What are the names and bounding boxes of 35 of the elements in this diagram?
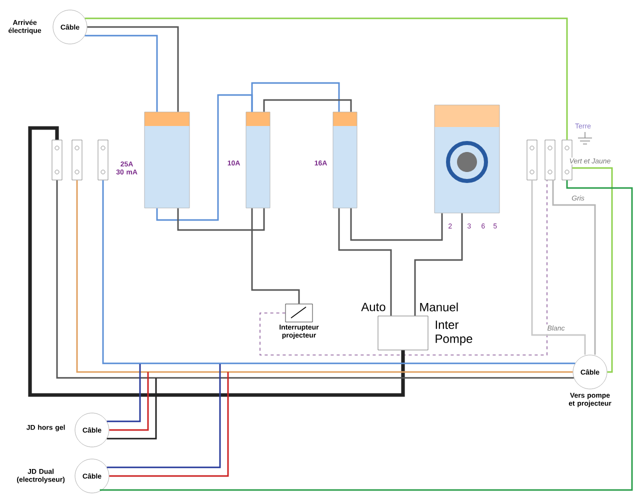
circuit-breaker — [332, 112, 358, 208]
wire — [338, 208, 392, 316]
label: Manuel — [420, 302, 458, 312]
wire — [251, 208, 300, 304]
wire — [106, 364, 141, 422]
wire — [84, 34, 158, 112]
switch-box: Inter Pompe — [378, 316, 472, 350]
wire — [263, 99, 352, 112]
wire — [156, 94, 253, 221]
wire — [531, 180, 586, 355]
wire — [572, 167, 613, 373]
wire — [87, 26, 179, 112]
terminal-block — [526, 140, 538, 180]
terminal-block — [98, 140, 108, 180]
wire — [109, 372, 149, 431]
wire — [100, 180, 633, 492]
wire — [28, 126, 405, 397]
timer-switch — [434, 104, 500, 214]
wire — [106, 364, 221, 468]
wire — [251, 82, 340, 112]
circuit-breaker — [246, 112, 270, 208]
terminal-block — [72, 140, 82, 180]
wire — [177, 208, 265, 231]
wire — [260, 180, 548, 356]
label: Auto — [361, 302, 386, 312]
terminal-block — [52, 140, 62, 180]
wire — [109, 372, 229, 477]
wire — [552, 180, 596, 355]
wire — [414, 213, 463, 316]
circuit-breaker — [144, 112, 190, 208]
terminal-block — [544, 140, 556, 180]
wire — [84, 18, 568, 140]
wire — [350, 208, 443, 241]
node-label: Inter Pompe — [436, 320, 472, 346]
wire — [106, 378, 157, 440]
